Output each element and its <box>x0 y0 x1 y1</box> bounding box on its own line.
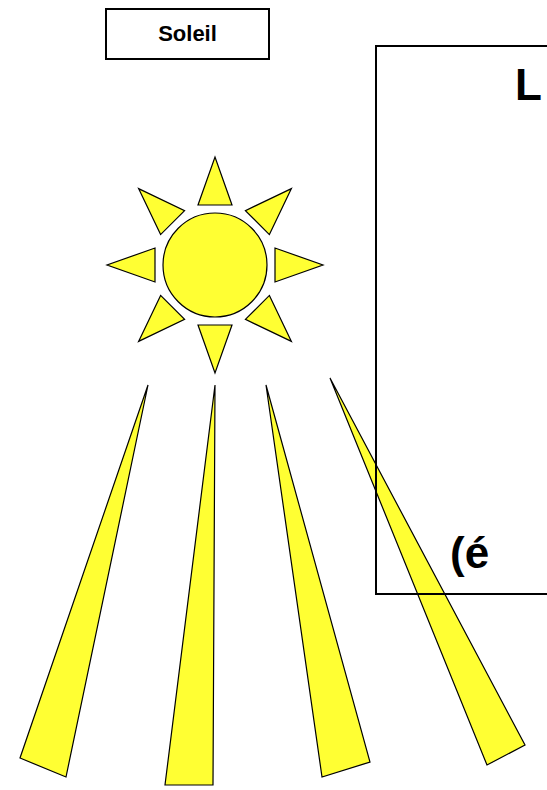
sun-spike <box>139 295 185 341</box>
sun-spike <box>198 325 232 373</box>
panel-heading: L <box>515 61 542 109</box>
sun-ray <box>330 378 525 765</box>
sun-spike <box>275 248 323 282</box>
sun-ray <box>20 385 148 777</box>
sun-spike <box>245 189 291 235</box>
sun-spike <box>107 248 155 282</box>
sun-ray <box>165 385 215 785</box>
text-panel: L (é <box>375 45 547 595</box>
sun-disc <box>163 213 267 317</box>
sun-ray <box>266 385 370 777</box>
sun-spike <box>198 157 232 205</box>
sun-spike <box>139 189 185 235</box>
panel-fragment: (é <box>450 529 489 577</box>
sun-spike <box>245 295 291 341</box>
label-box: Soleil <box>105 8 270 60</box>
box-label: Soleil <box>158 22 217 46</box>
